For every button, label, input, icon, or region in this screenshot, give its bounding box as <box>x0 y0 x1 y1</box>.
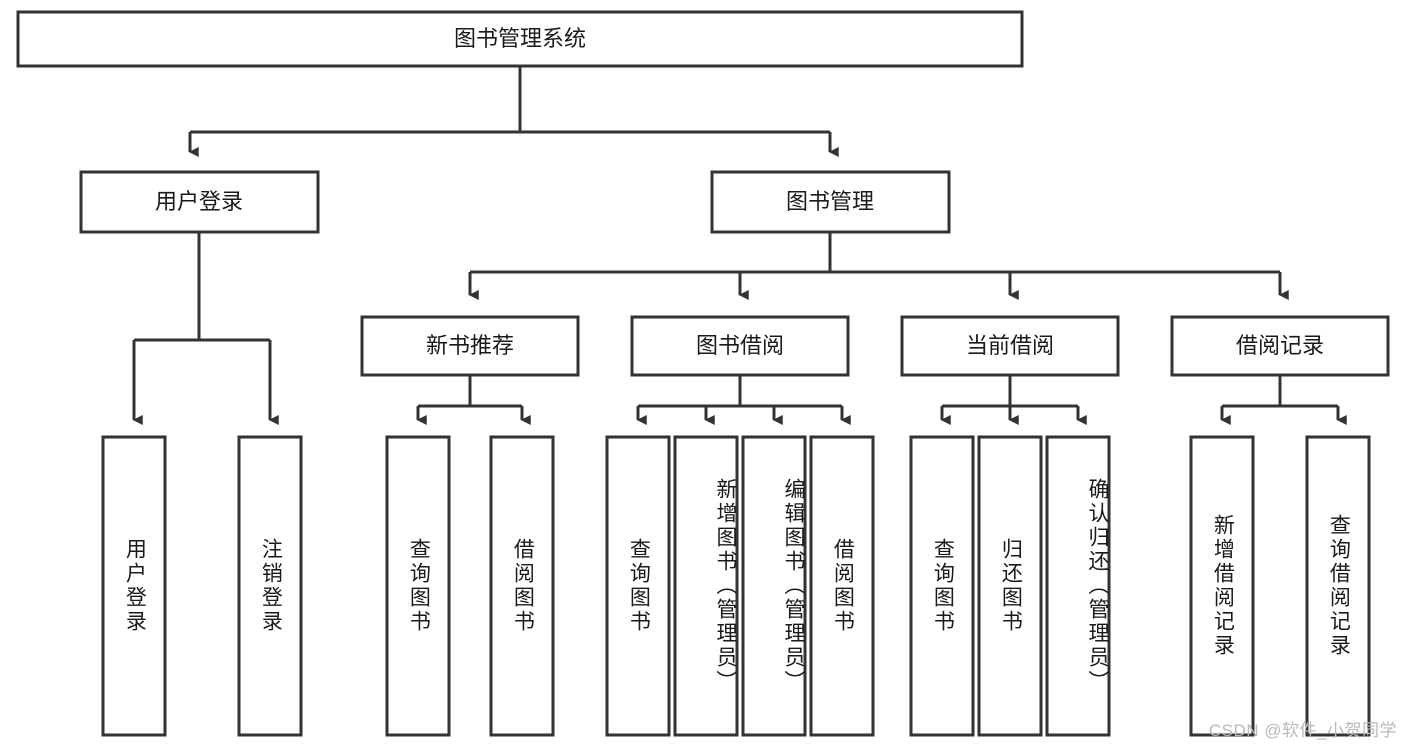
leaf-box[interactable] <box>741 435 807 737</box>
leaf-box[interactable] <box>385 435 451 737</box>
node-box-book-borrow[interactable] <box>630 315 850 377</box>
node-label-borrow-record: 借阅记录 <box>1236 333 1324 358</box>
node-label-book-borrow: 图书借阅 <box>696 333 784 358</box>
leaf-box[interactable] <box>673 435 739 737</box>
node-label-root: 图书管理系统 <box>454 26 586 51</box>
node-box-new-book-rec[interactable] <box>360 315 580 377</box>
leaf-box[interactable] <box>977 435 1043 737</box>
leaf-box[interactable] <box>101 435 167 737</box>
leaf-box[interactable] <box>605 435 671 737</box>
node-label-book-manage: 图书管理 <box>786 189 874 214</box>
leaf-box[interactable] <box>237 435 303 737</box>
leaf-box[interactable] <box>1045 435 1111 737</box>
leaf-box[interactable] <box>489 435 555 737</box>
leaf-box[interactable] <box>809 435 875 737</box>
leaf-box[interactable] <box>1305 435 1371 737</box>
leaf-box[interactable] <box>1189 435 1255 737</box>
node-label-current-borrow: 当前借阅 <box>966 333 1054 358</box>
node-box-root[interactable] <box>16 10 1024 68</box>
watermark-credit: CSDN @软件_小贺同学 <box>1208 721 1397 740</box>
node-box-current-borrow[interactable] <box>900 315 1120 377</box>
node-label-new-book-rec: 新书推荐 <box>426 333 514 358</box>
node-label-user-login: 用户登录 <box>155 189 243 214</box>
leaf-box[interactable] <box>909 435 975 737</box>
node-box-book-manage[interactable] <box>710 170 951 234</box>
node-box-borrow-record[interactable] <box>1170 315 1390 377</box>
